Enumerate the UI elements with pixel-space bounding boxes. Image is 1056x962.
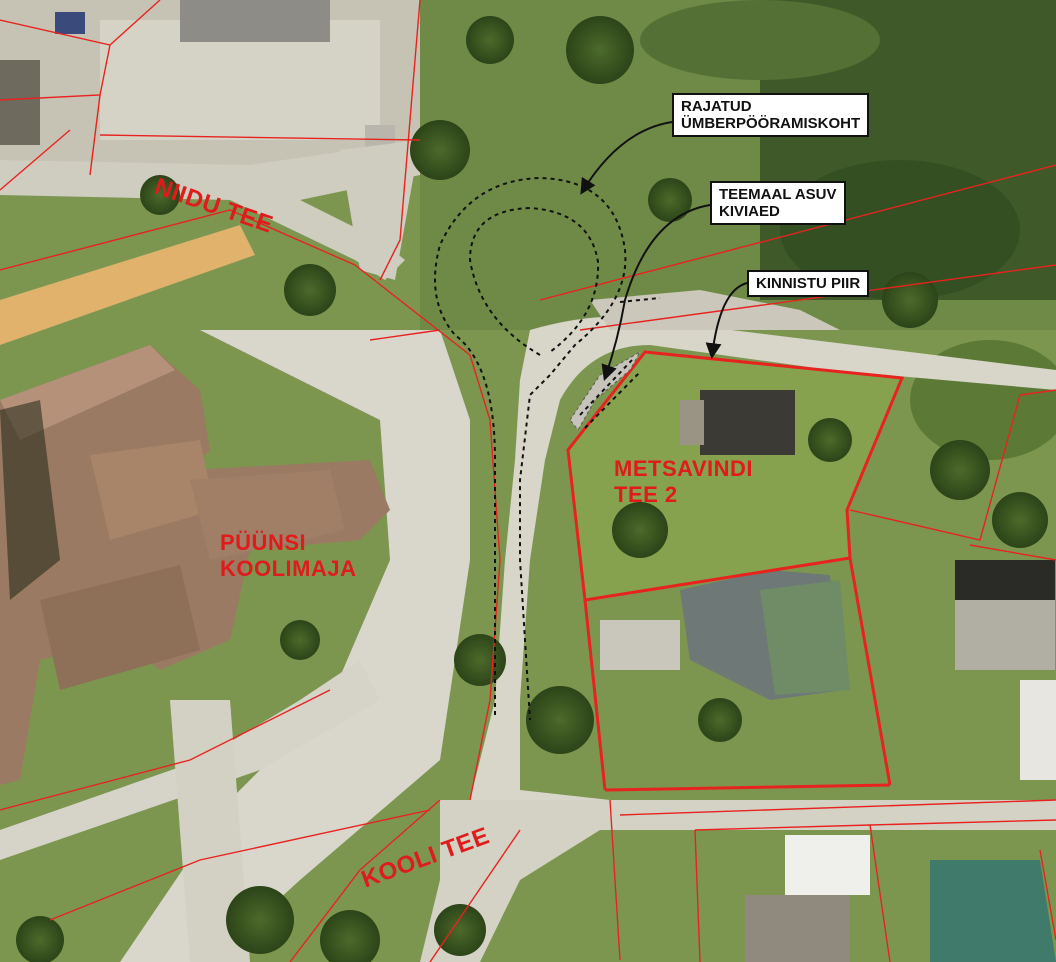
path-s (170, 700, 250, 962)
label-puunsi-line2: KOOLIMAJA (220, 556, 357, 581)
kooli-tee-road (420, 800, 1056, 962)
callout-stone-wall-line2: KIVIAED (719, 203, 780, 220)
label-metsavindi-line1: METSAVINDI (614, 456, 754, 481)
house-east-shadow (955, 560, 1055, 600)
callout-stone-wall-line1: TEEMAAL ASUV (719, 186, 837, 203)
path-sw (0, 660, 380, 860)
house-south-brown (745, 895, 850, 962)
label-puunsi-koolimaja: PÜÜNSI KOOLIMAJA (220, 530, 357, 582)
yard-east (1020, 680, 1056, 780)
callout-property-boundary-line1: KINNISTU PIIR (756, 275, 861, 292)
sand-track (0, 225, 255, 345)
niidu-tee-branch (340, 140, 420, 280)
house-left (0, 60, 40, 145)
callout-turnaround: RAJATUD ÜMBERPÖÖRAMISKOHT (672, 93, 870, 137)
house-south-white (785, 835, 870, 895)
callout-stone-wall: TEEMAAL ASUV KIVIAED (710, 181, 846, 225)
car (55, 12, 85, 34)
callout-turnaround-line2: ÜMBERPÖÖRAMISKOHT (681, 115, 861, 132)
turnaround-lines (434, 176, 661, 721)
metsavindi-annex (680, 400, 704, 445)
school-roof-south (40, 565, 200, 690)
stone-wall (569, 350, 642, 431)
label-metsavindi-tee-2: METSAVINDI TEE 2 (614, 456, 753, 508)
central-road (470, 316, 1056, 831)
school-shadow (0, 400, 60, 600)
driveway (600, 620, 680, 670)
forest-patch-2 (640, 0, 880, 80)
house-green-roof (760, 580, 850, 695)
callout-arrows (580, 121, 748, 382)
house-south-teal (930, 860, 1056, 962)
label-puunsi-line1: PÜÜNSI (220, 530, 307, 555)
callout-turnaround-line1: RAJATUD (681, 98, 752, 115)
school-roof-east (190, 470, 345, 560)
trees (16, 16, 1048, 962)
property-boundary (566, 350, 905, 792)
school-roof-highlight (0, 345, 175, 440)
label-metsavindi-line2: TEE 2 (614, 482, 678, 507)
house-top (180, 0, 330, 42)
metsavindi-house (700, 390, 795, 455)
schoolyard-pavement (120, 330, 470, 962)
niidu-tee-road (0, 140, 420, 280)
callout-property-boundary: KINNISTU PIIR (747, 270, 870, 297)
school-roof-section (90, 440, 215, 540)
